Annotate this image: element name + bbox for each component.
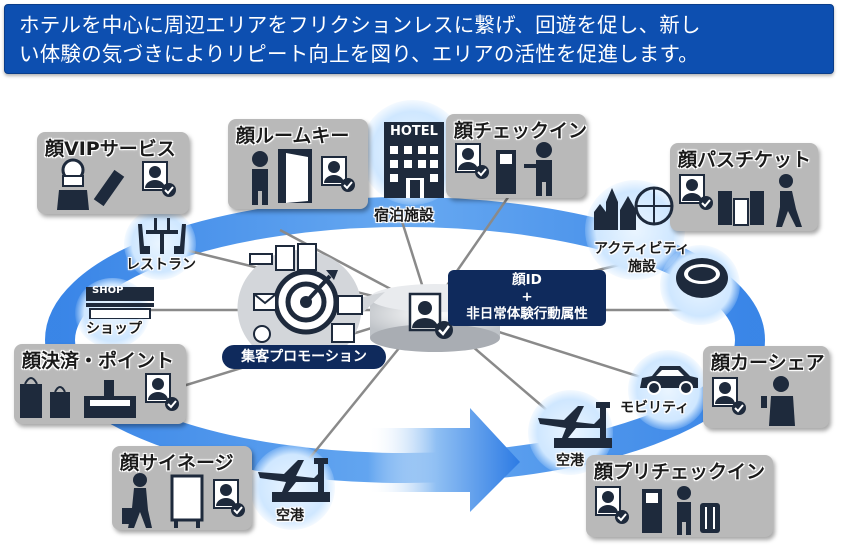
panel-title: 顔ルームキー: [236, 125, 350, 147]
car-icon: [640, 366, 698, 395]
shop-storefront-icon: [86, 287, 154, 319]
panel-title: 顔サイネージ: [120, 452, 234, 474]
panel-car-share: 顔カーシェア: [703, 346, 829, 428]
activity-label-line1: アクティビティ: [594, 241, 690, 257]
face-id-line3: 非日常体験行動属性: [466, 306, 588, 322]
signage-traveler-icon: [122, 473, 245, 528]
panel-payment-points: 顔決済・ポイント: [14, 344, 186, 424]
panel-check-in: 顔チェックイン: [446, 114, 588, 198]
face-id-line1: 顔ID: [512, 272, 542, 288]
panel-pre-check-in: 顔プリチェックイン: [586, 455, 773, 537]
face-phone-user-icon: [712, 376, 795, 426]
header-line-2: い体験の気づきによりリピート向上を図り、エリアの活性を促進します。: [19, 42, 699, 66]
airport-right-label: 空港: [556, 453, 584, 469]
airport-left-icon: [258, 458, 330, 502]
panel-room-key: 顔ルームキー: [228, 119, 368, 209]
mobility-glow: [628, 350, 708, 430]
register-bags-icon: [20, 373, 179, 418]
activity-label-line2: 施設: [628, 259, 656, 275]
hotel-building-icon: [384, 122, 444, 198]
panel-title: 顔プリチェックイン: [594, 461, 766, 483]
stadium-icon: [676, 258, 728, 298]
promotion-badge: 集客プロモーション: [222, 345, 386, 369]
hotel-sign: HOTEL: [390, 124, 438, 139]
restaurant-label: レストラン: [126, 257, 196, 273]
face-id-icon: [408, 292, 453, 339]
header-line-1: ホテルを中心に周辺エリアをフリクションレスに繋げ、回遊を促し、新し: [19, 13, 701, 37]
panel-title: 顔VIPサービス: [45, 138, 176, 160]
theme-park-icon: [594, 186, 674, 230]
panel-vip-service: 顔VIPサービス: [37, 132, 189, 214]
face-id-data-box: 顔ID + 非日常体験行動属性: [448, 270, 606, 326]
lodging-label: 宿泊施設: [374, 206, 435, 224]
mobility-label: モビリティ: [620, 400, 690, 416]
panel-title: 顔決済・ポイント: [22, 350, 175, 372]
header-banner: ホテルを中心に周辺エリアをフリクションレスに繋げ、回遊を促し、新し い体験の気づ…: [4, 4, 834, 74]
chef-bottle-icon: [57, 158, 176, 210]
panel-title: 顔カーシェア: [711, 352, 825, 374]
kiosk-luggage-icon: [595, 486, 720, 535]
panel-signage: 顔サイネージ: [112, 446, 252, 530]
airport-left-label: 空港: [276, 508, 304, 524]
panel-title: 顔チェックイン: [454, 120, 588, 142]
gate-walker-icon: [679, 174, 802, 227]
target-marketing-icon: [249, 243, 363, 343]
door-guest-icon: [252, 149, 355, 205]
flow-arrow: [368, 408, 520, 512]
panel-pass-ticket: 顔パスチケット: [670, 143, 818, 231]
airport-right-icon: [538, 402, 612, 448]
shop-label: ショップ: [86, 321, 142, 337]
shop-sign: SHOP: [92, 285, 124, 296]
panel-title: 顔パスチケット: [678, 149, 812, 171]
kiosk-guest-icon: [455, 142, 552, 196]
face-id-line2: +: [521, 289, 533, 305]
dining-table-icon: [138, 218, 186, 254]
